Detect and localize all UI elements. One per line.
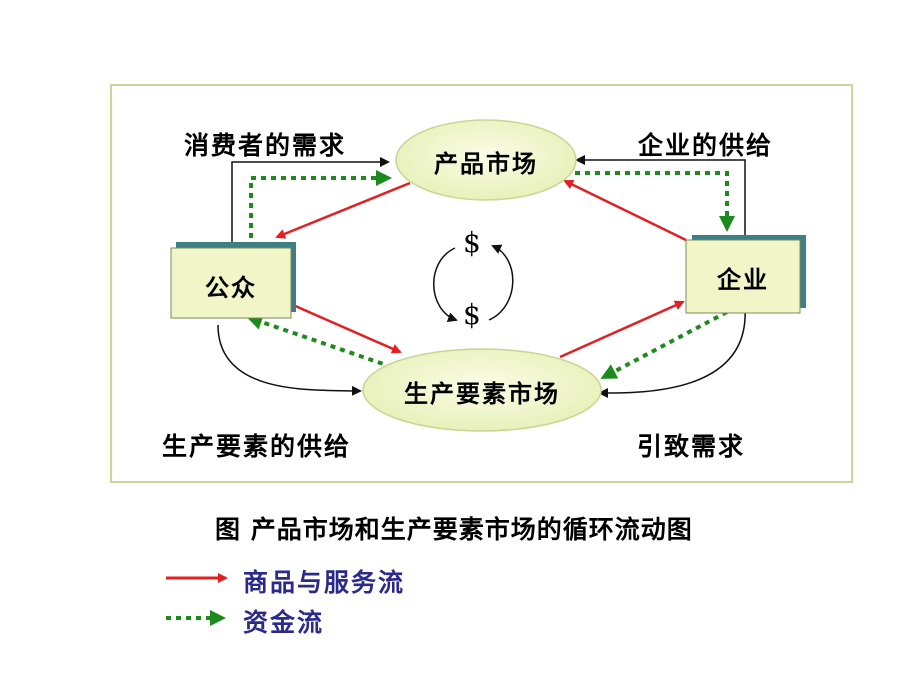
dollar-cycle-left-arc: [433, 247, 458, 323]
consumer-demand-label: 消费者的需求: [184, 131, 347, 160]
money-flow-enterprise-to-factor: [600, 310, 728, 379]
legend-goods-label: 商品与服务流: [243, 568, 406, 597]
money-flow-product-to-enterprise: [575, 171, 735, 232]
figure-caption: 图 产品市场和生产要素市场的循环流动图: [215, 515, 693, 544]
legend-money-label: 资金流: [243, 608, 325, 637]
dollar-cycle-right-arc: [488, 244, 514, 321]
supply-line: [575, 155, 746, 238]
dollar-top: $: [463, 226, 481, 259]
dollar-bottom: $: [463, 298, 481, 331]
product-market-label: 产品市场: [434, 149, 538, 178]
factor-supply-curve: [217, 324, 362, 396]
money-flow-public-to-product: [249, 170, 392, 248]
factor-supply-label: 生产要素的供给: [162, 432, 352, 461]
public-node: [170, 247, 292, 319]
goods-flow-product-to-public: [275, 181, 411, 239]
goods-flow-public-to-factor: [292, 303, 402, 354]
factor-market-node: [362, 348, 602, 432]
enterprise-supply-label: 企业的供给: [638, 131, 774, 160]
enterprise-node: [685, 239, 801, 314]
goods-flow-enterprise-to-product: [563, 179, 687, 242]
product-market-node: [395, 119, 577, 201]
factor-market-label: 生产要素市场: [404, 379, 560, 408]
demand-line: [231, 157, 390, 248]
goods-flow-factor-to-enterprise: [559, 300, 685, 359]
public-label: 公众: [205, 273, 257, 302]
induced-demand-curve: [598, 307, 746, 399]
enterprise-label: 企业: [717, 265, 769, 294]
induced-demand-label: 引致需求: [637, 432, 746, 461]
